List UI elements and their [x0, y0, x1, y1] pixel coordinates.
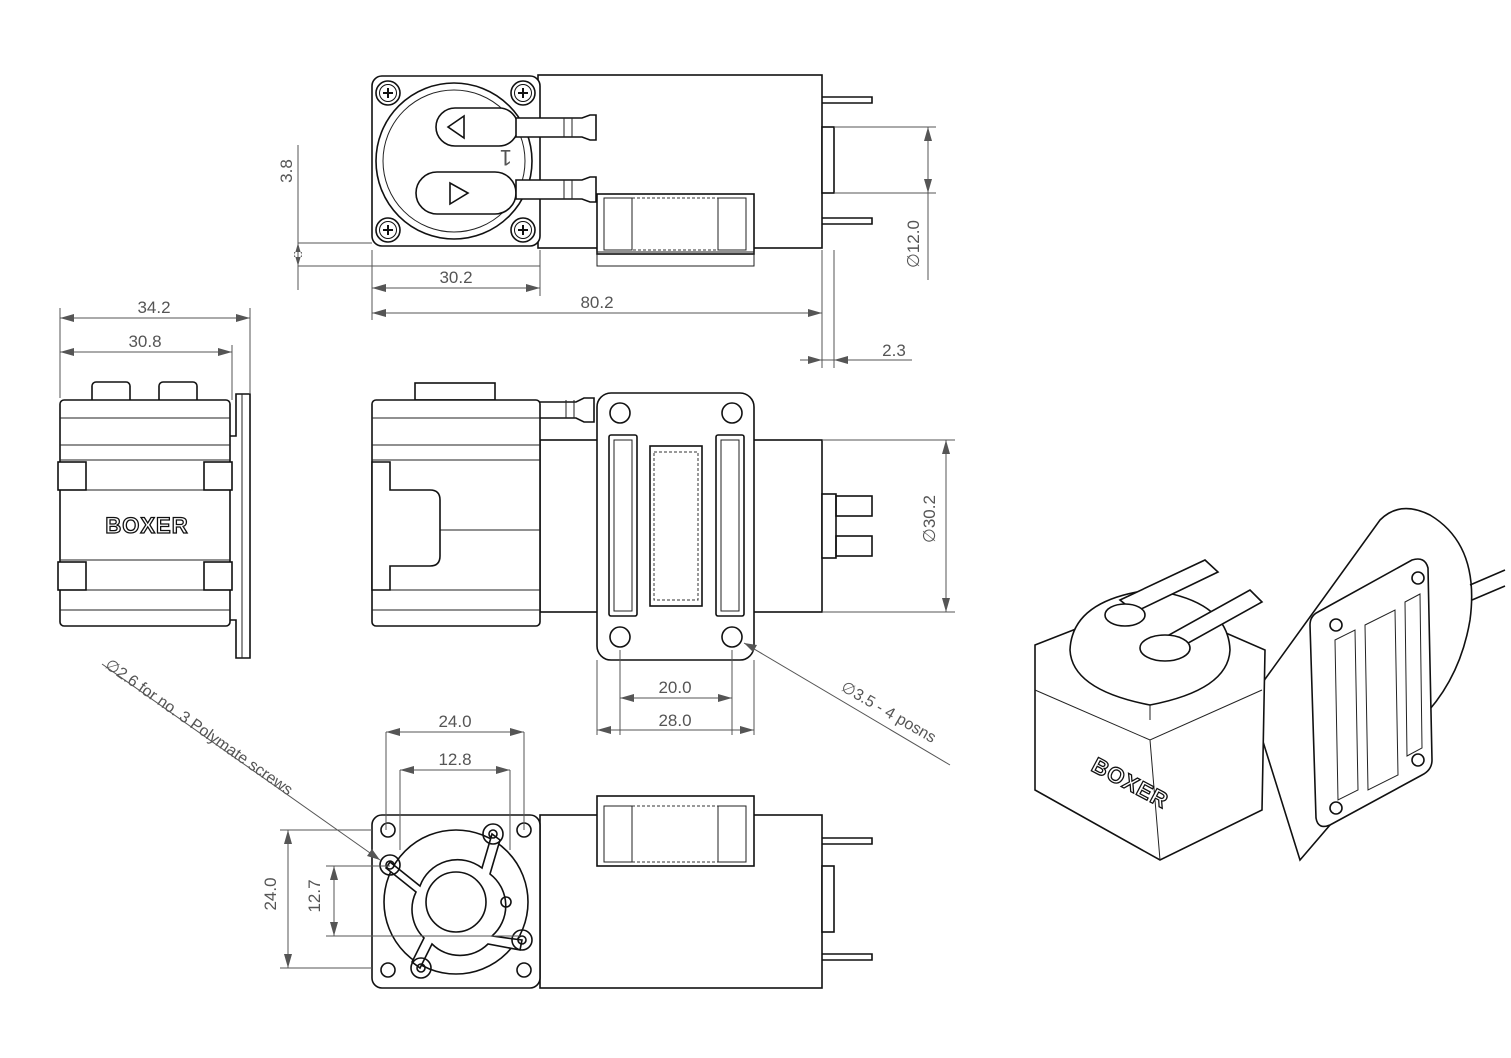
- iso-inlet: [1104, 603, 1146, 627]
- isometric-view: BOXER: [1034, 507, 1506, 862]
- front-bracket: [596, 795, 755, 867]
- dim-12-7: 12.7: [305, 879, 324, 912]
- brand-label: BOXER: [105, 513, 188, 538]
- outlet-nozzle: [515, 176, 597, 203]
- screw-icon: [375, 80, 401, 106]
- fan-circle: [383, 829, 529, 975]
- side-end-cap: [821, 493, 837, 559]
- dim-3-8: 3.8: [277, 159, 296, 183]
- outlet-port: [415, 171, 517, 215]
- fan-hole: [482, 823, 504, 845]
- screw-icon: [375, 217, 401, 243]
- mount-hole: [721, 626, 743, 648]
- dim-24-height: 24.0: [261, 877, 280, 910]
- mount-hole: [609, 402, 631, 424]
- end-view: BOXER: [57, 381, 251, 659]
- dim-dia-12: ∅12.0: [904, 220, 923, 268]
- dimension-lines: [59, 126, 955, 969]
- screw-icon: [510, 217, 536, 243]
- front-end-cap: [821, 865, 835, 933]
- front-view: [371, 795, 873, 989]
- fan-hole: [410, 957, 432, 979]
- motor-terminal: [822, 96, 873, 104]
- end-bracket: [230, 393, 251, 659]
- dim-30-8: 30.8: [128, 332, 161, 351]
- corner-hole: [516, 962, 532, 978]
- fan-hole: [511, 929, 533, 951]
- port-number-label: 1: [500, 145, 512, 170]
- dim-dia-30-2: ∅30.2: [920, 495, 939, 543]
- dim-24-width: 24.0: [438, 712, 471, 731]
- screw-note: ∅2.6 for no. 3 Polymate screws: [102, 656, 296, 799]
- outlet-arrow-icon: [449, 181, 470, 206]
- dim-28: 28.0: [658, 711, 691, 730]
- dim-80-2: 80.2: [580, 293, 613, 312]
- front-terminal: [822, 953, 873, 961]
- iso-outlet: [1139, 634, 1191, 662]
- corner-hole: [380, 822, 396, 838]
- side-terminal: [835, 495, 873, 517]
- dim-20: 20.0: [658, 678, 691, 697]
- side-terminal: [835, 535, 873, 557]
- inlet-nozzle: [515, 114, 597, 141]
- mount-hole: [721, 402, 743, 424]
- mounting-bracket: [596, 193, 755, 255]
- fan-hole: [379, 854, 401, 876]
- dim-34-2: 34.2: [137, 298, 170, 317]
- pump-head-end: [59, 399, 231, 627]
- iso-flange: [1309, 558, 1433, 828]
- mount-hole: [609, 626, 631, 648]
- dim-2-3: 2.3: [882, 341, 906, 360]
- pump-cover: [375, 82, 533, 240]
- motor-end-cap: [821, 126, 835, 194]
- dim-12-8: 12.8: [438, 750, 471, 769]
- front-terminal: [822, 837, 873, 845]
- motor-terminal: [822, 217, 873, 225]
- side-nozzle: [414, 382, 496, 401]
- side-clip: [371, 461, 441, 591]
- corner-hole: [380, 962, 396, 978]
- screw-icon: [510, 80, 536, 106]
- dim-30-2-top: 30.2: [439, 268, 472, 287]
- top-view: 1: [371, 74, 873, 267]
- inlet-arrow-icon: [446, 114, 465, 140]
- side-view: [371, 382, 873, 661]
- hole-note: ∅3.5 - 4 posns: [838, 679, 939, 747]
